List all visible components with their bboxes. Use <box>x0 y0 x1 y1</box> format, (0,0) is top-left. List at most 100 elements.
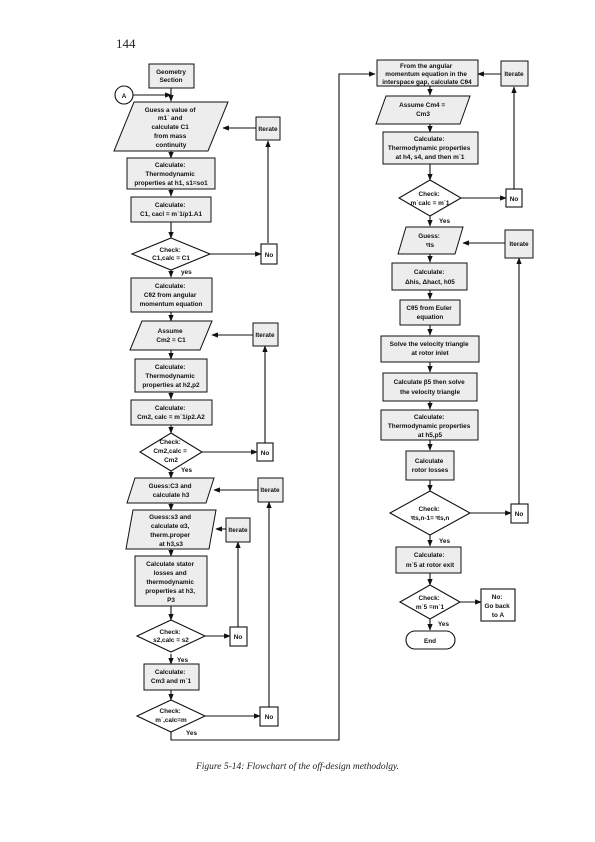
svg-text:Calculate β5 then solve: Calculate β5 then solve the velocity tri… <box>394 379 467 396</box>
svg-text:Guess: ᵑts: Guess: ᵑts <box>418 233 441 249</box>
svg-text:A: A <box>122 93 127 100</box>
svg-text:No: No <box>265 714 274 721</box>
node-calc-ctheta4: From the angular momentum equation in th… <box>376 59 479 87</box>
label-yes-6: Yes <box>439 538 450 545</box>
node-no-1: No <box>260 243 278 265</box>
svg-text:Check: ᵑts,n-1= ᵑts,n: Check: ᵑts,n-1= ᵑts,n <box>411 506 450 522</box>
node-thermo-h1-s1: Calculate: Thermodynamic properties at h… <box>126 157 216 190</box>
svg-text:No: No <box>510 196 519 203</box>
node-iterate-3: Iterate <box>257 477 284 503</box>
svg-text:Calculate stator losse: Calculate stator losses and thermodynami… <box>145 561 197 604</box>
svg-text:Calculate: Δhis, Δhact: Calculate: Δhis, Δhact, h05 <box>405 269 455 286</box>
node-calc-beta5: Calculate β5 then solve the velocity tri… <box>382 372 478 402</box>
node-calc-delta-h: Calculate: Δhis, Δhact, h05 <box>391 262 468 291</box>
node-rotor-losses: Calculate rotor losses <box>405 450 455 481</box>
node-thermo-h2-p2: Calculate: Thermodynamic properties at h… <box>134 358 208 393</box>
edge-check4-to-ctheta4 <box>170 71 376 741</box>
svg-text:Calculate: m˙5 at roto: Calculate: m˙5 at rotor exit <box>406 552 455 569</box>
node-calc-cm3: Calculate: Cm3 and m˙1 <box>143 663 200 691</box>
svg-text:Assume Cm2 = C1: Assume Cm2 = C1 <box>156 328 186 344</box>
svg-text:Calculate: Thermodynam: Calculate: Thermodynamic properties at h… <box>388 414 472 439</box>
node-assume-cm2: Assume Cm2 = C1 <box>129 320 213 351</box>
label-yes-3: Yes <box>177 657 188 664</box>
svg-text:From the angular momen: From the angular momentum equation in th… <box>382 63 472 86</box>
svg-text:Check: m˙,calc=m: Check: m˙,calc=m <box>155 708 187 724</box>
svg-text:Iterate: Iterate <box>509 241 529 248</box>
node-no-5: No <box>505 188 523 208</box>
node-connector-a: A <box>114 85 134 105</box>
svg-text:Check: m˙calc = m˙1: Check: m˙calc = m˙1 <box>411 191 450 207</box>
label-yes-4: Yes <box>186 730 197 737</box>
svg-text:Calculate: C1, cacl =: Calculate: C1, cacl = m˙1/ρ1.A1 <box>140 202 202 218</box>
node-calc-cm2: Calculate: Cm2, calc = m˙1/ρ2.A2 <box>130 399 213 426</box>
svg-text:Calculate: Cθ2 from an: Calculate: Cθ2 from angular momentum equ… <box>140 283 203 308</box>
svg-text:No: No <box>261 450 270 457</box>
svg-text:No: No <box>234 634 243 641</box>
svg-text:Calculate: Thermodynam: Calculate: Thermodynamic properties at h… <box>134 162 208 187</box>
svg-text:Iterate: Iterate <box>504 71 524 78</box>
node-no-2: No <box>256 442 274 462</box>
node-thermo-h4-s4: Calculate: Thermodynamic properties at h… <box>382 131 479 165</box>
figure-caption: Figure 5-14: Flowchart of the off-design… <box>195 762 400 772</box>
node-end: End <box>405 630 456 650</box>
node-check-mass-3: Check: m˙5 =m˙1 <box>398 584 462 620</box>
node-check-mass-1: Check: m˙,calc=m <box>135 699 207 733</box>
node-check-c1: Check: C1,calc = C1 <box>130 237 212 271</box>
label-yes-7: Yes <box>438 621 449 628</box>
node-check-s2: Check: s2,calc = s2 <box>135 619 207 653</box>
node-iterate-2: Iterate <box>252 322 279 347</box>
node-guess-m1: Guess a value of m1˙ and calculate C1 fr… <box>113 101 229 152</box>
svg-text:No: Go back to: No: Go back to A <box>485 594 512 619</box>
node-guess-eta: Guess: ᵑts <box>397 226 464 255</box>
svg-text:Iterate: Iterate <box>260 487 280 494</box>
label-yes-5: Yes <box>439 218 450 225</box>
node-iterate-6: Iterate <box>504 229 534 259</box>
svg-text:Guess:C3 and calculate: Guess:C3 and calculate h3 <box>149 483 194 499</box>
svg-text:No: No <box>265 252 274 259</box>
svg-text:Calculate: Cm3 and m˙1: Calculate: Cm3 and m˙1 <box>151 669 192 685</box>
svg-text:Iterate: Iterate <box>258 126 278 133</box>
node-calc-c1: Calculate: C1, cacl = m˙1/ρ1.A1 <box>130 196 212 223</box>
node-iterate-1: Iterate <box>255 116 281 141</box>
node-no-6: No <box>510 503 529 524</box>
node-thermo-h5-p5: Calculate: Thermodynamic properties at h… <box>380 409 479 441</box>
svg-text:Guess:s3 and calculate: Guess:s3 and calculate α3, therm.proper … <box>149 514 193 548</box>
label-yes-2: Yes <box>181 467 192 474</box>
node-stator-losses: Calculate stator losses and thermodynami… <box>134 555 208 607</box>
svg-text:End: End <box>424 638 436 645</box>
node-guess-s3: Guess:s3 and calculate α3, therm.proper … <box>125 509 217 550</box>
svg-text:Iterate: Iterate <box>228 527 248 534</box>
node-velocity-triangle-inlet: Solve the velocity triangle at rotor inl… <box>380 335 480 363</box>
svg-text:Check: Cm2,calc =: Check: Cm2,calc = Cm2 <box>153 439 188 464</box>
svg-text:Check: s2,calc = s2: Check: s2,calc = s2 <box>153 629 189 644</box>
node-check-efficiency: Check: ᵑts,n-1= ᵑts,n <box>388 490 472 536</box>
node-check-mass-2: Check: m˙calc = m˙1 <box>397 179 463 217</box>
node-calc-ctheta2: Calculate: Cθ2 from angular momentum equ… <box>130 277 213 313</box>
svg-text:Calculate: Thermodynam: Calculate: Thermodynamic properties at h… <box>142 364 200 389</box>
node-guess-c3: Guess:C3 and calculate h3 <box>126 477 215 504</box>
svg-text:Iterate: Iterate <box>255 332 275 339</box>
node-no-4: No <box>259 706 279 727</box>
node-no-go-back-a: No: Go back to A <box>480 588 516 622</box>
svg-text:Guess a value of m1˙ a: Guess a value of m1˙ and calculate C1 fr… <box>145 107 198 149</box>
node-calc-ctheta5: Cθ5 from Euler equation <box>399 299 461 326</box>
node-iterate-4: Iterate <box>225 517 251 543</box>
label-yes-1: yes <box>181 269 192 276</box>
svg-text:Calculate: Cm2, calc =: Calculate: Cm2, calc = m˙1/ρ2.A2 <box>137 405 205 421</box>
svg-text:Check: C1,calc = C1: Check: C1,calc = C1 <box>152 247 190 262</box>
svg-text:No: No <box>515 511 524 518</box>
connector-lines <box>133 71 522 741</box>
node-check-cm2: Check: Cm2,calc = Cm2 <box>138 432 204 472</box>
page-number: 144 <box>116 36 136 51</box>
node-no-3: No <box>229 626 248 647</box>
svg-text:Calculate: Thermodynam: Calculate: Thermodynamic properties at h… <box>388 136 472 161</box>
svg-text:Check: m˙5 =m˙1: Check: m˙5 =m˙1 <box>416 595 445 611</box>
svg-text:Calculate rotor losses: Calculate rotor losses <box>412 458 449 474</box>
flowchart-right-column: From the angular momentum equation in th… <box>375 59 534 650</box>
node-calc-m5: Calculate: m˙5 at rotor exit <box>395 546 462 574</box>
svg-text:Solve the velocity triangle: Solve the velocity triangle at rotor inl… <box>390 341 471 357</box>
